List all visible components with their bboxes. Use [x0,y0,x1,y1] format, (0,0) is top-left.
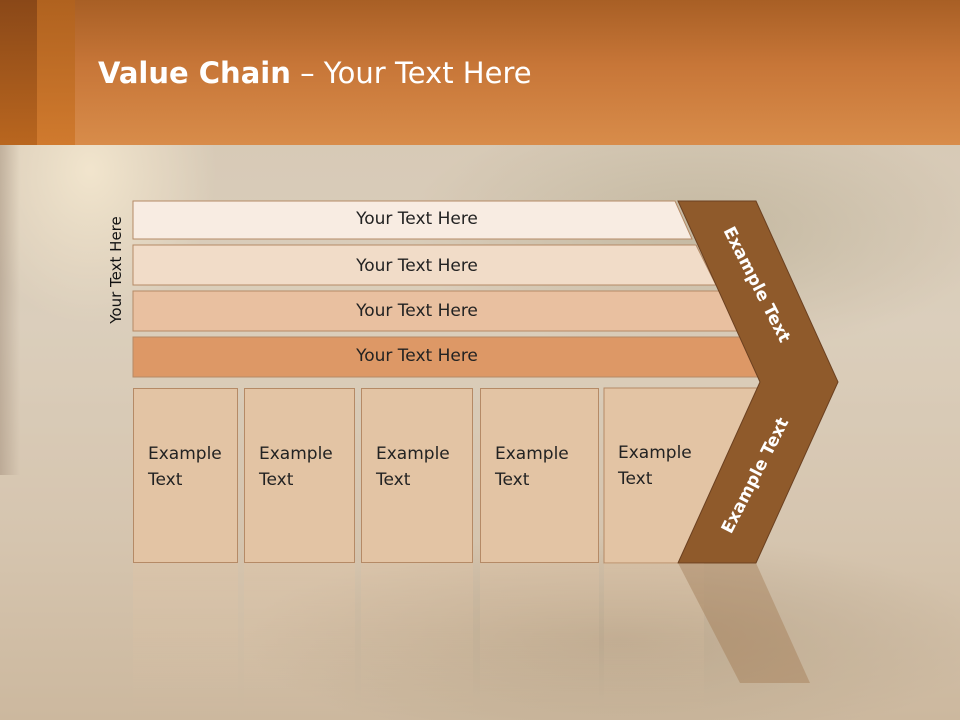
bar-1-shape[interactable] [132,200,693,240]
column-2-line2: Text [259,470,294,490]
column-5-line1: Example [618,443,692,463]
column-3-line1: Example [376,444,450,464]
column-3-line2: Text [376,470,411,490]
header-stripe-dark [0,0,37,145]
slide-title-bold: Value Chain [98,56,291,90]
chevron-arrow[interactable] [677,200,839,564]
column-4-line1: Example [495,444,569,464]
column-5-line2: Text [618,469,653,489]
column-1-line1: Example [148,444,222,464]
bar-4-label: Your Text Here [356,346,478,366]
header-stripe-light [37,0,75,145]
bar-1-label: Your Text Here [356,209,478,229]
header-band: Value Chain – Your Text Here [0,0,960,145]
slide-title[interactable]: Value Chain – Your Text Here [98,56,532,96]
slide-title-rest: – Your Text Here [290,56,532,90]
column-4-line2: Text [495,470,530,490]
background-tree-trunk [0,145,20,475]
column-2-line1: Example [259,444,333,464]
bar-2-label: Your Text Here [356,256,478,276]
bar-3-label: Your Text Here [356,301,478,321]
column-1-line2: Text [148,470,183,490]
